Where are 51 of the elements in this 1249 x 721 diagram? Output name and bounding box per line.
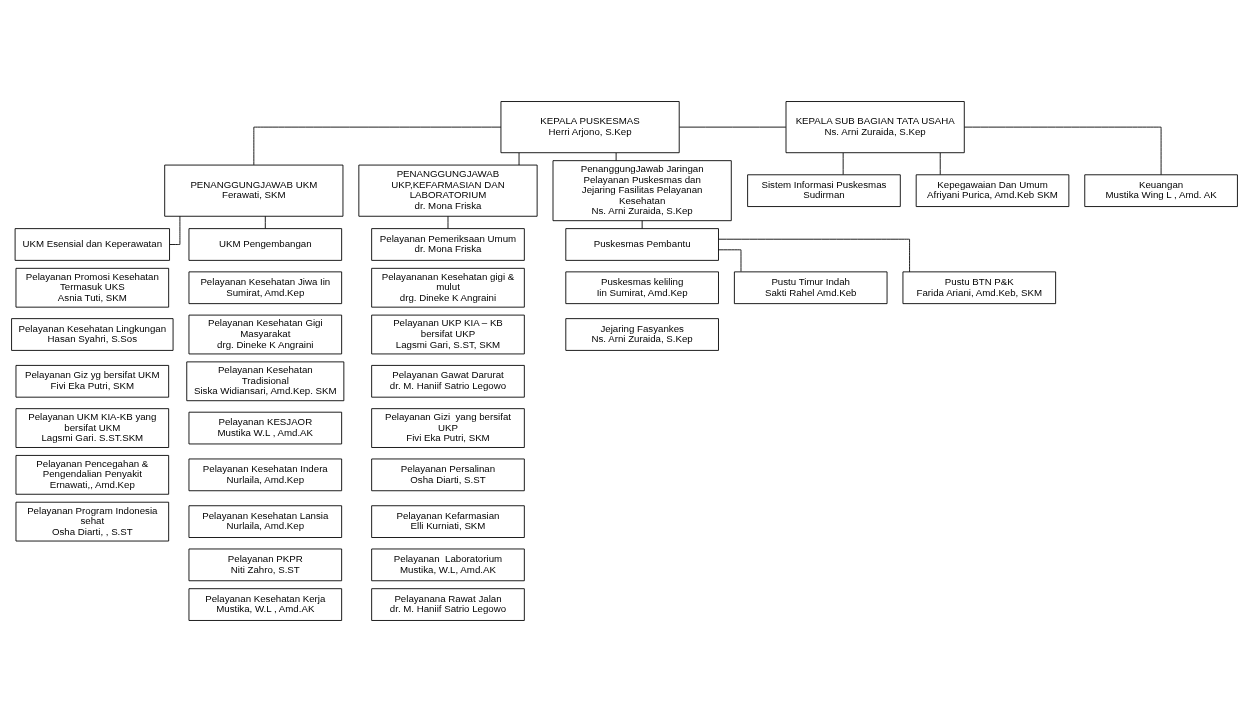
connector <box>615 152 617 161</box>
connector <box>264 215 266 229</box>
node-box: Pelayanan Kesehatan Tradisional Siska Widiansari, Amd.Kep. SKM <box>186 360 345 401</box>
node-box: Pelayanan UKM KIA-KB yang bersifat UKM Lagsmi Gari. S.ST.SKM <box>15 407 170 448</box>
node-box: KEPALA SUB BAGIAN TATA USAHA Ns. Arni Zuraida, S.Kep <box>785 100 965 153</box>
node-box: UKM Esensial dan Keperawatan <box>14 227 170 261</box>
connector <box>842 152 844 175</box>
node-box: UKM Pengembangan <box>188 227 343 261</box>
connector <box>939 152 941 175</box>
node-box: Pelayanan KESJAOR Mustika W.L , Amd.AK <box>188 411 343 444</box>
connector <box>518 152 520 165</box>
node-box: Jejaring Fasyankes Ns. Arni Zuraida, S.Kep <box>565 317 719 351</box>
node-box: Pelayanan Kesehatan Gigi Masyarakat drg. Dineke K Angraini <box>188 314 343 354</box>
node-box: Kepegawaian Dan Umum Afriyani Purica, Amd.Keb SKM <box>915 173 1070 207</box>
node-box: Pelayanan Laboratorium Mustika, W.L, Amd.AK <box>371 548 525 581</box>
node-box: Pelayanan Persalinan Osha Diarti, S.ST <box>371 458 525 491</box>
node-box: Pelayanan Kesehatan Indera Nurlaila, Amd.Kep <box>188 458 343 491</box>
connector <box>718 238 910 272</box>
node-box: Keuangan Mustika Wing L , Amd. AK <box>1084 173 1238 207</box>
node-box: Pelayanan PKPR Niti Zahro, S.ST <box>188 548 343 581</box>
connector <box>169 215 181 245</box>
node-box: Puskesmas Pembantu <box>565 227 719 261</box>
node-box: PenanggungJawab Jaringan Pelayanan Puskesmas dan Jejaring Fasilitas Pelayanan Kesehatan Ns. Arni Zuraida, S.Kep <box>552 159 732 221</box>
node-box: Pelayanan Kesehatan Lansia Nurlaila, Amd.Kep <box>188 504 343 538</box>
node-box: Pelayanan Kefarmasian Elli Kurniati, SKM <box>371 504 525 538</box>
connector <box>679 126 787 128</box>
node-box: Pelayanan Pemeriksaan Umum dr. Mona Friska <box>371 227 525 261</box>
connector <box>964 126 1162 175</box>
node-box: Pelayanan Kesehatan Jiwa Iin Sumirat, Amd.Kep <box>188 270 343 304</box>
node-box: Pelayanan Kesehatan Kerja Mustika, W.L , Amd.AK <box>188 587 343 621</box>
connector <box>447 215 449 229</box>
node-box: Pustu Timur Indah Sakti Rahel Amd.Keb <box>733 270 888 304</box>
node-box: Puskesmas keliling Iin Sumirat, Amd.Kep <box>565 270 719 304</box>
node-box: Pelayanan UKP KIA – KB bersifat UKP Lagsmi Gari, S.ST, SKM <box>371 314 525 354</box>
connector <box>718 248 742 272</box>
node-box: Pelayanana Rawat Jalan dr. M. Haniif Satrio Legowo <box>371 587 525 621</box>
node-box: Pelayanan Pencegahan & Pengendalian Penyakit Ernawati,, Amd.Kep <box>15 454 170 495</box>
node-box: Pelayanan Giz yg bersifat UKM Fivi Eka Putri, SKM <box>15 364 170 398</box>
node-box: Pelayananan Kesehatan gigi & mulut drg. Dineke K Angraini <box>371 267 525 308</box>
node-box: Pelayanan Promosi Kesehatan Termasuk UKS Asnia Tuti, SKM <box>15 267 170 308</box>
node-box: Pelayanan Gawat Darurat dr. M. Haniif Satrio Legowo <box>371 364 525 398</box>
node-box: Pelayanan Gizi yang bersifat UKP Fivi Eka Putri, SKM <box>371 407 525 448</box>
node-box: Pustu BTN P&K Farida Ariani, Amd.Keb, SKM <box>902 270 1057 304</box>
node-box: PENANGGUNGJAWAB UKP,KEFARMASIAN DAN LABORATORIUM dr. Mona Friska <box>358 164 538 217</box>
node-box: KEPALA PUSKESMAS Herri Arjono, S.Kep <box>500 100 680 153</box>
node-box: Sistem Informasi Puskesmas Sudirman <box>747 173 901 207</box>
node-box: PENANGGUNGJAWAB UKM Ferawati, SKM <box>164 164 344 217</box>
node-box: Pelayanan Program Indonesia sehat Osha Diarti, , S.ST <box>15 501 170 541</box>
connector <box>253 126 502 165</box>
node-box: Pelayanan Kesehatan Lingkungan Hasan Syahri, S.Sos <box>11 317 174 351</box>
connector <box>641 219 643 229</box>
